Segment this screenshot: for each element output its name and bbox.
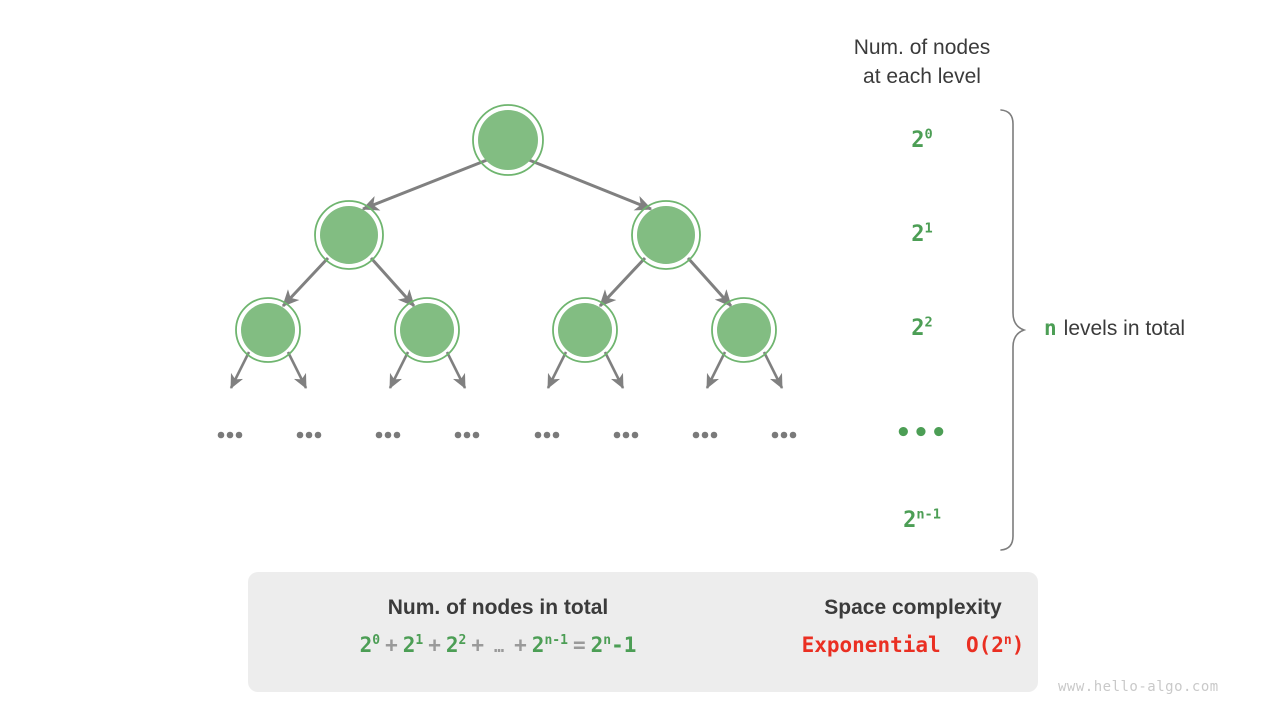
formula-term-2-base: 2: [445, 633, 459, 657]
tree-node-l2-3[interactable]: [711, 297, 777, 363]
edge-l2a-left: [229, 351, 251, 389]
tree-edges: [229, 158, 784, 389]
edge-l2d-left: [705, 351, 727, 389]
tree-node-root[interactable]: [472, 104, 544, 176]
edge-root-left: [361, 158, 488, 211]
edge-l1b-left: [598, 256, 647, 308]
level-count-0-base: 2: [911, 128, 925, 153]
space-complexity-result: Exponential O(2n): [788, 633, 1038, 657]
tree-node-l1-1[interactable]: [631, 200, 701, 270]
tree-leaf-ellipsis-row: [217, 431, 797, 439]
levels-in-total-label: levels in total: [1063, 317, 1186, 340]
edge-l2b-right: [445, 351, 467, 389]
level-count-2-exponent: 2: [924, 314, 933, 331]
level-count-1-base: 2: [911, 222, 925, 247]
formula-term-0-exp: 0: [372, 633, 381, 648]
complexity-notation-base: O(2: [965, 633, 1004, 657]
total-nodes-title: Num. of nodes in total: [387, 596, 609, 619]
formula-term-1-exp: 1: [415, 633, 424, 648]
formula-op-plus-3: +: [471, 633, 485, 657]
level-count-n-exponent: n-1: [916, 506, 941, 523]
edge-l2a-right: [286, 351, 308, 389]
tree-leaf-ellipsis: [454, 431, 480, 439]
formula-op-equals: =: [572, 633, 586, 657]
formula-term-3-exp: n-1: [544, 633, 568, 648]
formula-op-plus-2: +: [428, 633, 441, 657]
formula-result-base: 2: [590, 633, 604, 657]
level-count-2-base: 2: [911, 316, 925, 341]
formula-ellipsis: …: [494, 636, 505, 656]
tree-node-l2-2[interactable]: [552, 297, 618, 363]
tree-leaf-ellipsis: [217, 431, 243, 439]
tree-leaf-ellipsis: [296, 431, 322, 439]
edge-l2c-left: [546, 351, 568, 389]
level-count-1-exponent: 1: [924, 220, 933, 237]
formula-term-3-base: 2: [531, 633, 545, 657]
space-complexity-title: Space complexity: [824, 596, 1002, 619]
tree-node-l2-1[interactable]: [394, 297, 460, 363]
level-count-n-base: 2: [903, 508, 917, 533]
tree-leaf-ellipsis: [375, 431, 401, 439]
tree-leaf-ellipsis: [534, 431, 560, 439]
edge-root-right: [528, 158, 653, 211]
formula-op-plus-1: +: [385, 633, 398, 657]
tree-node-l2-0[interactable]: [235, 297, 301, 363]
formula-result-exp: n: [603, 633, 612, 648]
edge-l2b-left: [388, 351, 410, 389]
complexity-notation-tail: ): [1011, 633, 1025, 657]
edge-l2c-right: [603, 351, 625, 389]
levels-brace: [1000, 109, 1027, 551]
level-count-0-exponent: 0: [924, 126, 933, 143]
formula-term-1-base: 2: [402, 633, 416, 657]
site-watermark: www.hello-algo.com: [1058, 679, 1219, 695]
complexity-notation-exp: n: [1003, 633, 1012, 648]
edge-l1a-right: [369, 256, 416, 308]
formula-term-0-base: 2: [359, 633, 373, 657]
formula-result-suffix: -1: [611, 633, 637, 657]
levels-variable-n: n: [1044, 316, 1057, 340]
level-count-1: 21: [862, 222, 982, 247]
edge-l1b-right: [686, 256, 733, 308]
formula-term-2-exp: 2: [458, 633, 467, 648]
total-nodes-block: Num. of nodes in total 20+21+22+…+2n-1=2…: [248, 572, 748, 657]
tree-node-l1-0[interactable]: [314, 200, 384, 270]
levels-in-total-annotation: n levels in total: [1044, 316, 1185, 341]
nodes-per-level-header: Num. of nodes at each level: [853, 36, 991, 88]
total-nodes-formula: 20+21+22+…+2n-1=2n-1: [248, 633, 748, 657]
level-count-ellipsis: •••: [895, 418, 949, 448]
tree-nodes: [235, 104, 777, 363]
tree-leaf-ellipsis: [613, 431, 639, 439]
summary-panel: Num. of nodes in total 20+21+22+…+2n-1=2…: [248, 572, 1038, 692]
recursion-tree: [217, 104, 797, 439]
formula-op-plus-4: +: [514, 633, 527, 657]
space-complexity-block: Space complexity Exponential O(2n): [788, 572, 1038, 657]
level-count-n-minus-1: 2n-1: [862, 508, 982, 533]
tree-leaf-ellipsis: [692, 431, 718, 439]
tree-leaf-ellipsis: [771, 431, 797, 439]
edge-l2d-right: [762, 351, 784, 389]
edge-l1a-left: [281, 256, 330, 308]
level-count-0: 20: [862, 128, 982, 153]
level-count-2: 22: [862, 316, 982, 341]
complexity-word: Exponential: [801, 633, 941, 657]
